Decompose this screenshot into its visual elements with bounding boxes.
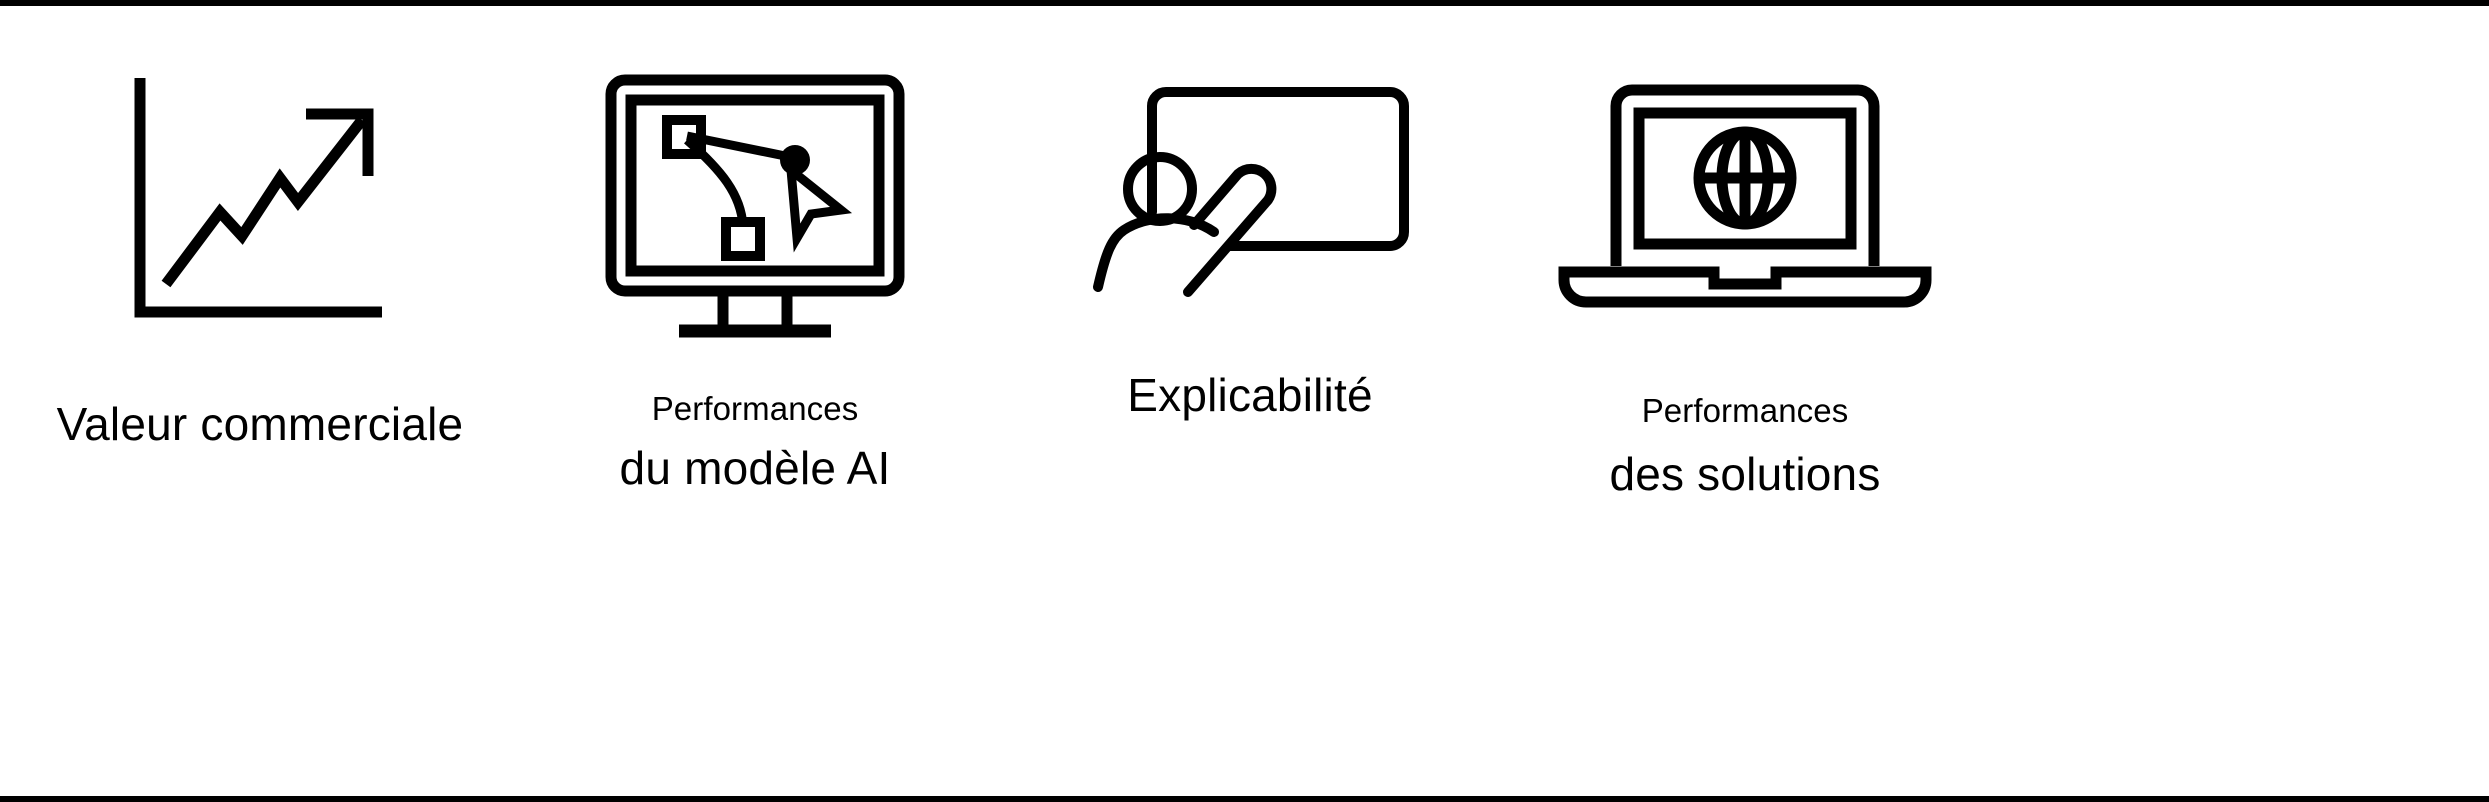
top-divider-rule bbox=[0, 0, 2489, 6]
item-explainability: Explicabilité bbox=[1000, 0, 1500, 796]
growth-chart-icon bbox=[130, 72, 390, 322]
item-labels: Explicabilité bbox=[1000, 369, 1500, 422]
item-label-main: Explicabilité bbox=[1127, 369, 1373, 421]
item-labels: Performances du modèle AI bbox=[510, 390, 1000, 495]
item-labels: Valeur commerciale bbox=[10, 398, 510, 451]
item-label-main: Valeur commerciale bbox=[56, 398, 464, 450]
item-business-value: Valeur commerciale bbox=[10, 0, 510, 796]
item-solution-performance: Performances des solutions bbox=[1500, 0, 1990, 796]
item-label-small: Performances bbox=[651, 390, 859, 427]
item-label-main: du modèle AI bbox=[619, 441, 891, 494]
item-labels: Performances des solutions bbox=[1500, 392, 1990, 501]
bottom-divider-rule bbox=[0, 796, 2489, 802]
item-label-main: des solutions bbox=[1609, 447, 1881, 500]
item-model-performance: Performances du modèle AI bbox=[510, 0, 1000, 796]
item-label-small: Performances bbox=[1641, 392, 1849, 429]
laptop-globe-icon bbox=[1550, 80, 1940, 320]
teacher-whiteboard-icon bbox=[1090, 82, 1410, 297]
desktop-monitor-bezier-icon bbox=[605, 74, 905, 344]
